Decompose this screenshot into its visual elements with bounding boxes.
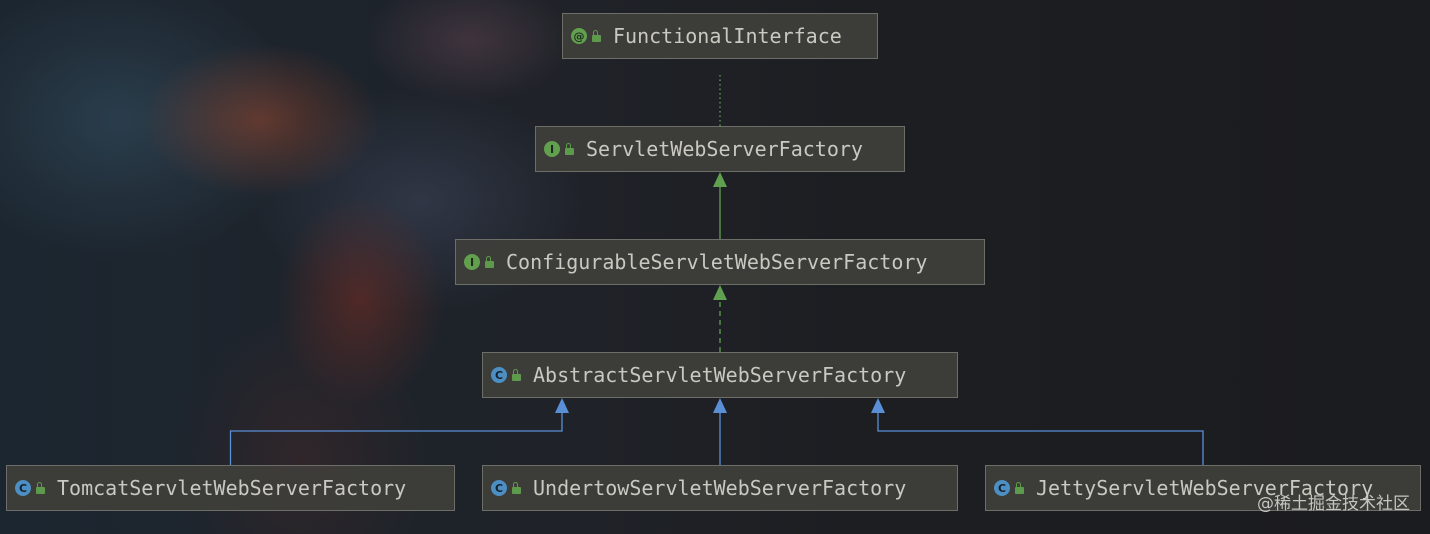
public-lock-icon [36, 482, 45, 494]
edge-configurable-servlet-web-server-factory-to-servlet-web-server-factory [713, 172, 727, 239]
public-lock-icon [512, 482, 521, 494]
node-configurable-servlet-web-server-factory[interactable]: I ConfigurableServletWebServerFactory [455, 239, 985, 285]
node-jetty-servlet-web-server-factory[interactable]: C JettyServletWebServerFactory [985, 465, 1421, 511]
edge-line [877, 412, 1204, 465]
node-label: UndertowServletWebServerFactory [533, 476, 907, 500]
edge-line [229, 412, 563, 465]
node-label: TomcatServletWebServerFactory [57, 476, 407, 500]
edge-arrowhead [713, 285, 727, 300]
node-label: FunctionalInterface [613, 24, 842, 48]
interface-icon: I [464, 254, 480, 270]
node-functional-interface[interactable]: @ FunctionalInterface [562, 13, 878, 59]
edge-arrowhead [871, 398, 885, 413]
edge-arrowhead [555, 398, 569, 413]
node-abstract-servlet-web-server-factory[interactable]: C AbstractServletWebServerFactory [482, 352, 958, 398]
public-lock-icon [512, 369, 521, 381]
edge-abstract-servlet-web-server-factory-to-configurable-servlet-web-server-factory [713, 285, 727, 352]
edge-tomcat-servlet-web-server-factory-to-abstract-servlet-web-server-factory [229, 398, 569, 465]
node-label: JettyServletWebServerFactory [1036, 476, 1374, 500]
class-icon: C [491, 480, 507, 496]
watermark-text: @稀土掘金技术社区 [1257, 494, 1410, 514]
public-lock-icon [1015, 482, 1024, 494]
node-label: AbstractServletWebServerFactory [533, 363, 907, 387]
public-lock-icon [485, 256, 494, 268]
node-servlet-web-server-factory[interactable]: I ServletWebServerFactory [535, 126, 905, 172]
edge-jetty-servlet-web-server-factory-to-abstract-servlet-web-server-factory [871, 398, 1204, 465]
class-icon: C [491, 367, 507, 383]
node-label: ConfigurableServletWebServerFactory [506, 250, 928, 274]
interface-icon: I [544, 141, 560, 157]
node-tomcat-servlet-web-server-factory[interactable]: C TomcatServletWebServerFactory [6, 465, 455, 511]
edge-arrowhead [713, 172, 727, 187]
node-undertow-servlet-web-server-factory[interactable]: C UndertowServletWebServerFactory [482, 465, 958, 511]
edge-undertow-servlet-web-server-factory-to-abstract-servlet-web-server-factory [713, 398, 727, 465]
public-lock-icon [565, 143, 574, 155]
class-icon: C [994, 480, 1010, 496]
class-icon: C [15, 480, 31, 496]
public-lock-icon [592, 30, 601, 42]
node-label: ServletWebServerFactory [586, 137, 863, 161]
edge-arrowhead [713, 398, 727, 413]
annotation-icon: @ [571, 28, 587, 44]
